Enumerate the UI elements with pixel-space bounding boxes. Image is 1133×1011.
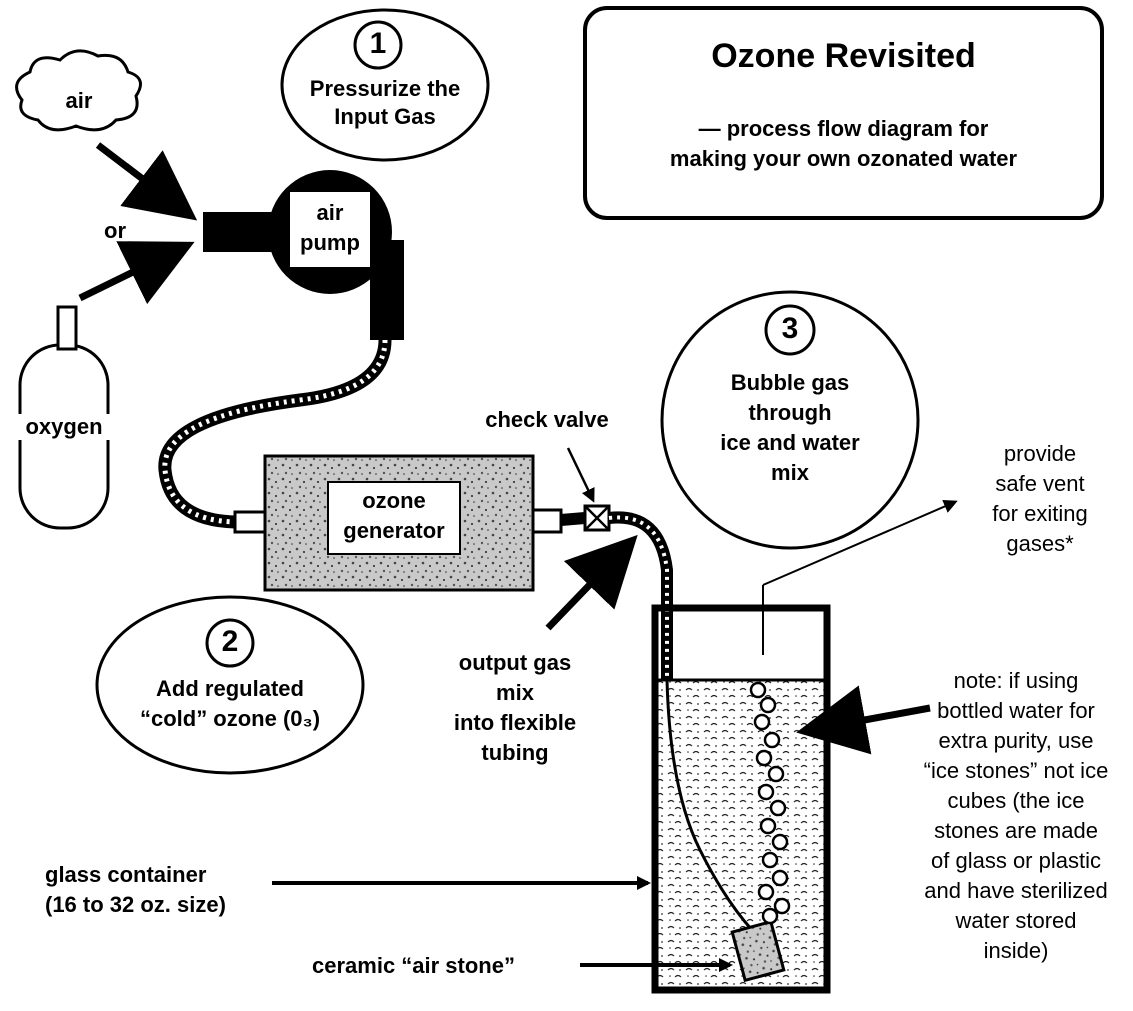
output-line4: tubing xyxy=(481,740,549,765)
air-stone-label: ceramic “air stone” xyxy=(312,953,515,978)
vent-arrow xyxy=(762,499,958,586)
note-line2: bottled water for xyxy=(937,698,1095,723)
step-2-number: 2 xyxy=(221,625,239,658)
note-line3: extra purity, use xyxy=(938,728,1094,753)
bubbles xyxy=(749,681,791,925)
container-line2: (16 to 32 oz. size) xyxy=(45,892,226,917)
vent-line1: provide xyxy=(1003,441,1077,466)
step-3-line2: through xyxy=(748,400,832,425)
glass-container-icon xyxy=(651,604,831,994)
step-1-bubble xyxy=(280,8,490,162)
diagram-subtitle-line1: — process flow diagram for xyxy=(698,116,989,141)
generator-inlet xyxy=(233,510,267,534)
output-line1: output gas xyxy=(458,650,572,675)
air-label: air xyxy=(65,88,93,113)
note-line5: cubes (the ice xyxy=(947,788,1085,813)
note-line10: inside) xyxy=(983,938,1049,963)
pump-label-box xyxy=(290,192,370,267)
note-line6: stones are made xyxy=(934,818,1098,843)
container-line1: glass container xyxy=(45,862,207,887)
diagram-subtitle-line2: making your own ozonated water xyxy=(669,146,1018,171)
generator-label-line1: ozone xyxy=(362,488,426,513)
note-line1: note: if using xyxy=(953,668,1079,693)
check-valve-arrow xyxy=(566,447,595,503)
step-3-line3: ice and water xyxy=(720,430,860,455)
step-2-line2: “cold” ozone (0₃) xyxy=(139,706,321,731)
step-3-line1: Bubble gas xyxy=(730,370,850,395)
note-line7: of glass or plastic xyxy=(931,848,1101,873)
generator-label-box xyxy=(327,481,461,555)
output-arrow xyxy=(545,534,638,631)
note-line8: and have sterilized xyxy=(924,878,1108,903)
step-3-line4: mix xyxy=(771,460,809,485)
note-line9: water stored xyxy=(955,908,1077,933)
vent-line3: for exiting xyxy=(992,501,1088,526)
output-line2: mix xyxy=(496,680,534,705)
step-1-line1: Pressurize the xyxy=(309,76,461,101)
vent-line4: gases* xyxy=(1006,531,1074,556)
tubing-valve-to-container xyxy=(608,511,673,680)
pump-outlet xyxy=(370,240,404,340)
pump-inlet xyxy=(203,212,273,252)
vent-line2: safe vent xyxy=(995,471,1085,496)
step-3-number-circle xyxy=(764,304,816,356)
pump-label-line1: air xyxy=(316,200,344,225)
oxygen-arrow xyxy=(78,241,195,305)
step-1-number: 1 xyxy=(369,27,387,60)
pump-label-line2: pump xyxy=(300,230,360,255)
output-line3: into flexible xyxy=(453,710,577,735)
step-3-bubble xyxy=(660,290,920,550)
oxygen-cylinder-neck xyxy=(56,305,78,351)
step-2-line1: Add regulated xyxy=(156,676,304,701)
generator-outlet xyxy=(531,508,563,534)
or-label: or xyxy=(104,218,126,243)
note-arrow xyxy=(796,685,931,755)
air-stone-icon xyxy=(730,919,786,983)
title-box xyxy=(583,6,1104,220)
step-2-bubble xyxy=(95,595,365,775)
oxygen-label: oxygen xyxy=(4,414,124,441)
generator-label-line2: generator xyxy=(343,518,445,543)
diagram-title: Ozone Revisited xyxy=(711,37,976,75)
step-2-number-circle xyxy=(205,618,255,668)
note-line4: “ice stones” not ice xyxy=(923,758,1109,783)
step-1-number-circle xyxy=(353,20,403,70)
tubing-in-water xyxy=(665,679,754,932)
check-valve-label: check valve xyxy=(485,407,609,432)
air-cloud-icon xyxy=(15,49,142,132)
step-1-line2: Input Gas xyxy=(334,104,436,129)
step-3-number: 3 xyxy=(781,312,799,345)
air-arrow xyxy=(95,142,198,221)
